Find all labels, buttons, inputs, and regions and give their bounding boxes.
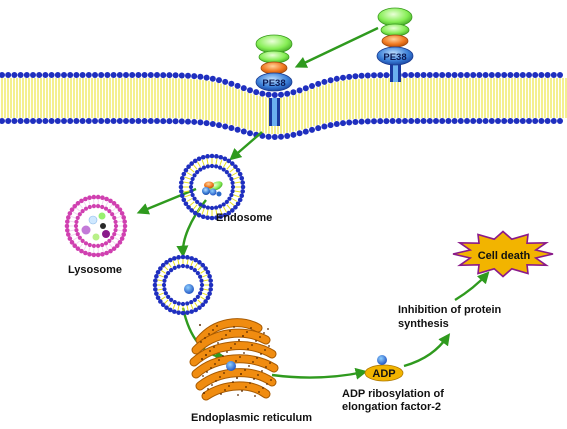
pe38-toxin-bound: PE38 <box>255 34 293 92</box>
cell-membrane <box>0 72 567 140</box>
arrow-inhibition-to-cell-death <box>454 271 490 302</box>
lysosome-label: Lysosome <box>68 264 122 276</box>
cell-death-label: Cell death <box>478 250 531 262</box>
lysosome <box>64 194 128 258</box>
endosome-label: Endosome <box>216 212 272 224</box>
receptor-stalk-left <box>269 98 280 126</box>
arrow-membrane-to-endosome <box>229 131 263 161</box>
inhibition-line1: Inhibition of protein <box>398 304 502 316</box>
arrow-er-to-adp <box>271 367 368 380</box>
transport-vesicle <box>152 254 214 316</box>
adp-marker: ADP <box>364 355 404 382</box>
arrow-endosome-to-lysosome <box>136 187 197 215</box>
pe38-toxin-free: PE38 <box>376 7 414 66</box>
adp-label: ADP <box>372 368 395 380</box>
adp-caption-line2: elongation factor-2 <box>342 401 441 413</box>
receptor-stalk-right <box>390 62 401 82</box>
pe38-label-bound: PE38 <box>262 78 285 89</box>
arrow-adp-to-inhibition <box>403 333 451 368</box>
er-label: Endoplasmic reticulum <box>191 412 312 424</box>
pe38-label-free: PE38 <box>383 52 406 63</box>
endoplasmic-reticulum <box>189 318 279 401</box>
cell-death-burst: Cell death <box>452 230 554 278</box>
arrow-toxin-to-receptor <box>294 26 379 68</box>
adp-caption-line1: ADP ribosylation of <box>342 388 444 400</box>
inhibition-line2: synthesis <box>398 318 449 330</box>
endosome <box>178 153 246 221</box>
